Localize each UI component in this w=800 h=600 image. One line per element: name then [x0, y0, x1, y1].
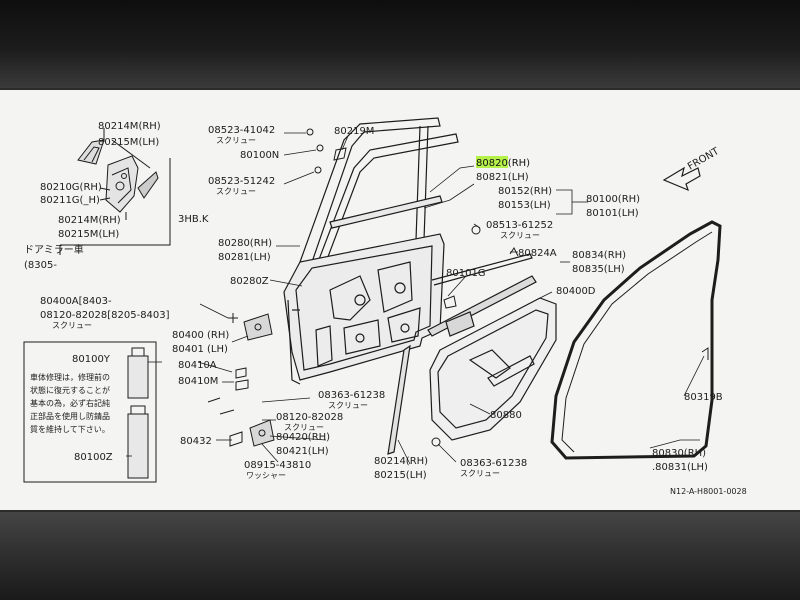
- label-screw-4: スクリュー: [52, 321, 92, 330]
- note-line-5: 質を維持して下さい。: [30, 424, 110, 434]
- label-80214m-rh: 80214M(RH): [98, 121, 161, 132]
- label-80400d: 80400D: [556, 286, 596, 297]
- label-80280-rh: 80280(RH): [218, 238, 272, 249]
- label-mirror-car: ドアミラー車: [24, 243, 84, 256]
- door-sash-group: [299, 117, 459, 263]
- leader-lines: [126, 132, 705, 465]
- label-80280z: 80280Z: [230, 276, 269, 287]
- label-screw-5: スクリュー: [328, 401, 368, 410]
- label-80100n: 80100N: [240, 150, 279, 161]
- label-08363-61238-a: 08363-61238: [318, 390, 385, 401]
- label-08523-51242: 08523-51242: [208, 176, 275, 187]
- label-screw-6: スクリュー: [284, 423, 324, 432]
- label-08915-43810: 08915-43810: [244, 460, 311, 471]
- highlight-80820: [476, 156, 508, 168]
- label-80401-lh: 80401 (LH): [172, 344, 228, 355]
- screen-top-bezel: [0, 0, 800, 88]
- label-80400a: 80400A[8403-: [40, 296, 112, 307]
- label-80214m-rh-2: 80214M(RH): [58, 215, 121, 226]
- label-80319b: 80319B: [684, 392, 723, 403]
- screen-bottom-bezel: [0, 512, 800, 600]
- label-80281-lh: 80281(LH): [218, 252, 271, 263]
- label-80834-rh: 80834(RH): [572, 250, 626, 261]
- label-80824a: 80824A: [518, 248, 557, 259]
- label-80410a: 80410A: [178, 360, 217, 371]
- note-line-3: 基本の為，必ず右記純: [30, 398, 110, 408]
- label-80410m: 80410M: [178, 376, 218, 387]
- label-80211g-lh: 80211G(_H): [40, 195, 100, 206]
- door-shell-group: [283, 233, 445, 385]
- label-screw-3: スクリュー: [500, 231, 540, 240]
- label-80215-lh: 80215(LH): [374, 470, 427, 481]
- label-80152-rh: 80152(RH): [498, 186, 552, 197]
- label-08120-82028-a: 08120-82028[8205-8403]: [40, 310, 170, 321]
- note-line-1: 車体修理は，修理前の: [30, 372, 110, 382]
- label-80100-rh: 80100(RH): [586, 194, 640, 205]
- label-08523-41042: 08523-41042: [208, 125, 275, 136]
- label-screw-7: スクリュー: [460, 469, 500, 478]
- footer-code: N12-A-H8001-0028: [670, 487, 747, 496]
- label-80820-rh: 80820(RH): [476, 158, 530, 169]
- trim-panel-group: [429, 297, 557, 441]
- label-80421-lh: 80421(LH): [276, 446, 329, 457]
- label-80215m-lh-2: 80215M(LH): [58, 229, 119, 240]
- label-80880: 80880: [490, 410, 522, 421]
- label-08513-61252: 08513-61252: [486, 220, 553, 231]
- label-80400-rh: 80400 (RH): [172, 330, 229, 341]
- label-80835-lh: 80835(LH): [572, 264, 625, 275]
- note-line-2: 状態に復元することが: [30, 385, 110, 395]
- label-80830-rh: 80830(RH): [652, 448, 706, 459]
- label-80100y: 80100Y: [72, 354, 111, 365]
- label-screw-1: スクリュー: [216, 136, 256, 145]
- label-80831-lh: .80831(LH): [652, 462, 708, 473]
- label-front: FRONT: [686, 146, 722, 173]
- label-80214-rh: 80214(RH): [374, 456, 428, 467]
- label-washer: ワッシャー: [246, 471, 286, 480]
- label-08363-61238-b: 08363-61238: [460, 458, 527, 469]
- label-80100z: 80100Z: [74, 452, 113, 463]
- label-80210g-rh: 80210G(RH): [40, 182, 102, 193]
- label-80821-lh: 80821(LH): [476, 172, 529, 183]
- label-80153-lh: 80153(LH): [498, 200, 551, 211]
- label-80420-rh: 80420(RH): [276, 432, 330, 443]
- label-80219m: 80219M: [334, 126, 374, 137]
- front-arrow-icon: [662, 166, 701, 192]
- label-80101g: 80101G: [446, 268, 486, 279]
- weatherstrip-group: [550, 220, 722, 460]
- label-80101-lh: 80101(LH): [586, 208, 639, 219]
- label-3hbk: 3HB.K: [178, 214, 209, 225]
- label-80215m-lh: 80215M(LH): [98, 137, 159, 148]
- note-line-4: 正部品を使用し防錆品: [30, 411, 110, 421]
- label-screw-2: スクリュー: [216, 187, 256, 196]
- label-mirror-code: (8305-: [24, 260, 57, 271]
- mirror-parts-group: [59, 128, 171, 255]
- hardware-group: [23, 128, 709, 483]
- label-08120-82028-b: 08120-82028: [276, 412, 343, 423]
- label-80432: 80432: [180, 436, 212, 447]
